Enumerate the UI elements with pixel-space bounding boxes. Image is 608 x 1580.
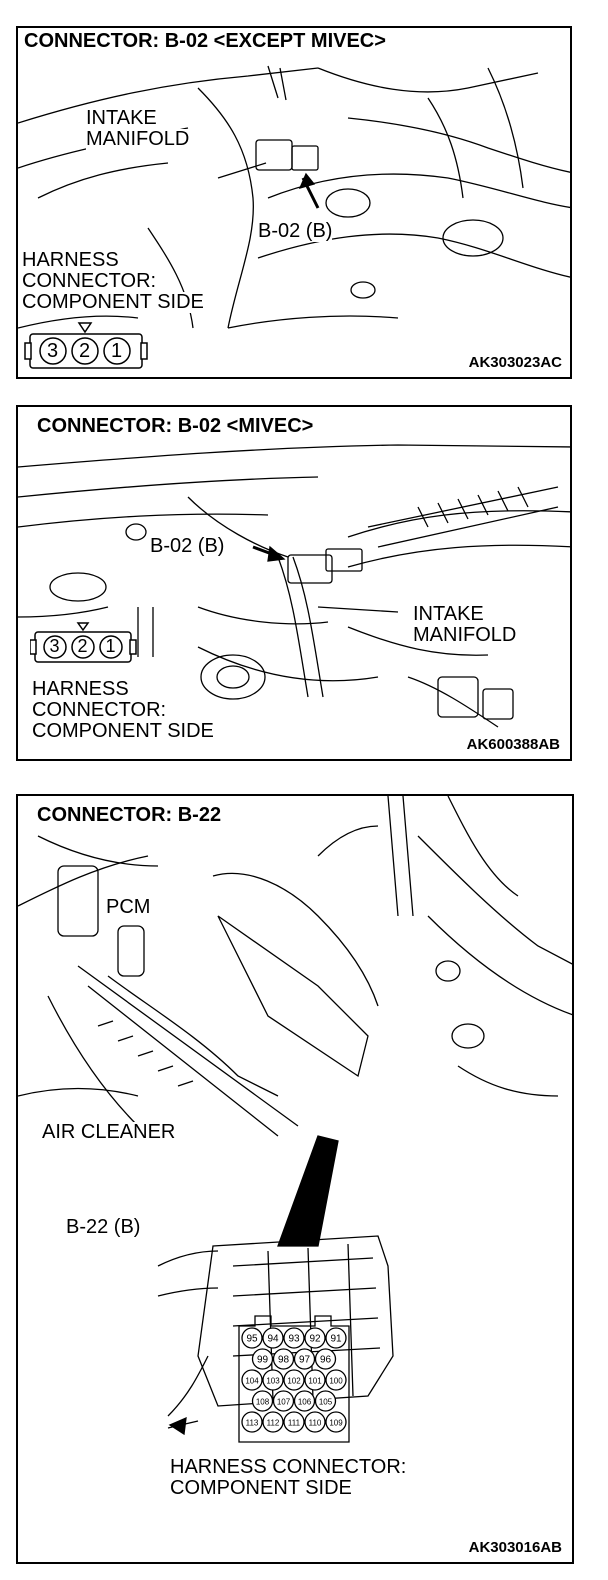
harness-line1: HARNESS (32, 678, 129, 700)
pin-cavity (241, 1369, 263, 1391)
intake-label-line1: INTAKE (413, 603, 484, 625)
harness-line2: CONNECTOR: (32, 699, 167, 721)
panel-b22: CONNECTOR: B-22 PCM AIR CLEANER B-22 (B)… (16, 794, 574, 1564)
pcm-label: PCM (106, 896, 151, 918)
pin-cavity (272, 1348, 295, 1370)
figure-code-2: AK600388AB (464, 736, 562, 753)
panel3-title: CONNECTOR: B-22 (34, 804, 225, 827)
pin-label: 102 (287, 1377, 301, 1386)
panel1-title: CONNECTOR: B-02 <EXCEPT MIVEC> (21, 30, 389, 53)
pin-label: 111 (288, 1419, 301, 1428)
panel-b02-except-mivec: CONNECTOR: B-02 <EXCEPT MIVEC> INTAKE MA… (16, 26, 572, 379)
harness-label-1: HARNESS CONNECTOR: COMPONENT SIDE (22, 250, 204, 313)
connector-label-b02-2: B-02 (B) (150, 535, 225, 557)
pin-cavity (314, 1348, 337, 1370)
b22-harness-connector-diagram: 95 94 93 92 91 99 98 97 96 104 103 102 101 100 108 107 1… (238, 1315, 350, 1443)
intake-label-line2: MANIFOLD (413, 624, 517, 646)
pin-cavity (241, 1327, 263, 1349)
panel2-title: CONNECTOR: B-02 <MIVEC> (34, 415, 317, 438)
pin-label: 107 (277, 1398, 291, 1407)
engine-illustration (18, 796, 572, 1436)
air-cleaner-label: AIR CLEANER (42, 1121, 176, 1143)
connector-label-b02-1: B-02 (B) (258, 220, 333, 242)
pin-label: 96 (320, 1355, 332, 1366)
pin-label: 104 (245, 1377, 259, 1386)
pin-label: 92 (309, 1334, 321, 1345)
pin-cavity (304, 1369, 326, 1391)
harness-line2: CONNECTOR: (22, 270, 157, 292)
pin-label: 98 (278, 1355, 290, 1366)
harness-line3: COMPONENT SIDE (22, 291, 204, 313)
pin-label: 2 (78, 340, 91, 362)
pin-label: 1 (110, 340, 123, 362)
pin-cavity (293, 1390, 316, 1412)
pin-cavity (262, 1411, 284, 1433)
harness-line3: COMPONENT SIDE (32, 720, 214, 742)
pin-label: 3 (46, 340, 59, 362)
pin-cavity (262, 1327, 284, 1349)
pin-label: 93 (288, 1334, 300, 1345)
pin-cavity (293, 1348, 316, 1370)
pin-label: 1 (105, 636, 116, 656)
pin-label: 97 (299, 1355, 311, 1366)
pin-cavity (304, 1327, 326, 1349)
pin-label: 95 (246, 1334, 258, 1345)
pin-label: 113 (246, 1419, 259, 1428)
pin-label: 112 (267, 1419, 280, 1428)
harness-line1: HARNESS CONNECTOR: (170, 1456, 407, 1478)
engine-illustration (18, 65, 570, 329)
pin-cavity (325, 1327, 347, 1349)
harness-label-2: HARNESS CONNECTOR: COMPONENT SIDE (32, 679, 214, 742)
connector-3pin-diagram-1 (24, 322, 148, 369)
harness-line1: HARNESS (22, 249, 119, 271)
pin-label: 100 (329, 1377, 343, 1386)
intake-manifold-label-2: INTAKE MANIFOLD (413, 603, 517, 646)
connector-3pin-diagram-2 (30, 622, 137, 663)
pin-label: 94 (267, 1334, 279, 1345)
pin-cavity (283, 1411, 305, 1433)
pin-cavity (262, 1369, 284, 1391)
pin-cavity (272, 1390, 295, 1412)
harness-label-3: HARNESS CONNECTOR: COMPONENT SIDE (170, 1456, 407, 1499)
connector-label-b22: B-22 (B) (66, 1216, 141, 1238)
pin-label: 105 (319, 1398, 333, 1407)
pin-label: 108 (256, 1398, 270, 1407)
pin-label: 103 (266, 1377, 280, 1386)
intake-label-line1: INTAKE (86, 107, 157, 129)
pin-label: 110 (309, 1419, 322, 1428)
pin-label: 101 (308, 1377, 322, 1386)
panel-b02-mivec: CONNECTOR: B-02 <MIVEC> B-02 (B) INTAKE … (16, 405, 572, 761)
pin-cavity (325, 1369, 347, 1391)
pin-cavity (251, 1348, 274, 1370)
pin-label: 109 (329, 1419, 343, 1428)
intake-label-line2: MANIFOLD (86, 128, 190, 150)
pin-label: 106 (298, 1398, 312, 1407)
harness-line2: COMPONENT SIDE (170, 1477, 352, 1499)
intake-manifold-label-1: INTAKE MANIFOLD (86, 107, 190, 150)
pin-cavity (251, 1390, 274, 1412)
engine-illustration (18, 444, 570, 728)
pin-label: 2 (77, 636, 88, 656)
pin-cavity (314, 1390, 337, 1412)
pin-cavity (241, 1411, 263, 1433)
figure-code-1: AK303023AC (466, 354, 564, 371)
pin-label: 3 (49, 636, 60, 656)
pin-cavity (304, 1411, 326, 1433)
pin-label: 91 (330, 1334, 342, 1345)
pin-cavity (283, 1369, 305, 1391)
pin-cavity (325, 1411, 347, 1433)
pin-cavity (283, 1327, 305, 1349)
pin-label: 99 (257, 1355, 269, 1366)
figure-code-3: AK303016AB (466, 1539, 564, 1556)
